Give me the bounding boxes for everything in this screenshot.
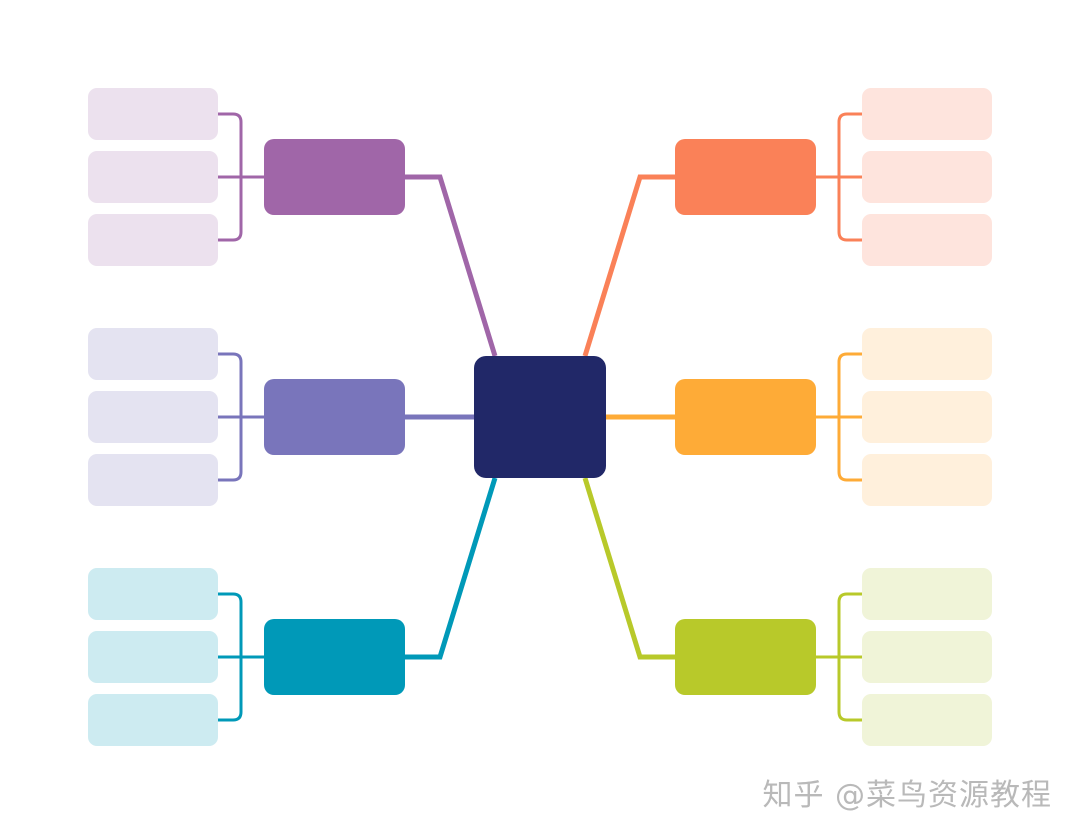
- bracket-middle-left: [218, 352, 264, 482]
- connector-bottom-left: [405, 477, 498, 660]
- leaf-middle-left-3: [88, 454, 218, 506]
- leaf-bottom-right-1: [862, 568, 992, 620]
- central-topic: [474, 356, 606, 478]
- leaf-bottom-right-2: [862, 631, 992, 683]
- nodes: [88, 88, 992, 746]
- leaf-top-left-2: [88, 151, 218, 203]
- connector-top-right: [582, 174, 675, 357]
- leaf-bottom-left-1: [88, 568, 218, 620]
- subtopic-middle-left: [264, 379, 405, 455]
- leaf-middle-left-1: [88, 328, 218, 380]
- watermark-text: 知乎 @菜鸟资源教程: [762, 778, 1052, 813]
- subtopic-bottom-right: [675, 619, 816, 695]
- subtopic-bottom-left: [264, 619, 405, 695]
- leaf-middle-right-2: [862, 391, 992, 443]
- subtopic-top-right: [675, 139, 816, 215]
- connector-lines: [218, 112, 862, 722]
- leaf-middle-left-2: [88, 391, 218, 443]
- bracket-top-left: [218, 112, 264, 242]
- leaf-top-left-1: [88, 88, 218, 140]
- leaf-bottom-left-2: [88, 631, 218, 683]
- connector-bottom-right: [582, 477, 675, 660]
- bracket-top-right: [816, 112, 862, 242]
- leaf-bottom-right-3: [862, 694, 992, 746]
- connector-top-left: [405, 174, 498, 357]
- leaf-bottom-left-3: [88, 694, 218, 746]
- subtopic-top-left: [264, 139, 405, 215]
- bracket-middle-right: [816, 352, 862, 482]
- bracket-bottom-left: [218, 592, 264, 722]
- leaf-top-right-2: [862, 151, 992, 203]
- bracket-bottom-right: [816, 592, 862, 722]
- leaf-top-right-1: [862, 88, 992, 140]
- leaf-middle-right-3: [862, 454, 992, 506]
- subtopic-middle-right: [675, 379, 816, 455]
- leaf-top-right-3: [862, 214, 992, 266]
- leaf-top-left-3: [88, 214, 218, 266]
- leaf-middle-right-1: [862, 328, 992, 380]
